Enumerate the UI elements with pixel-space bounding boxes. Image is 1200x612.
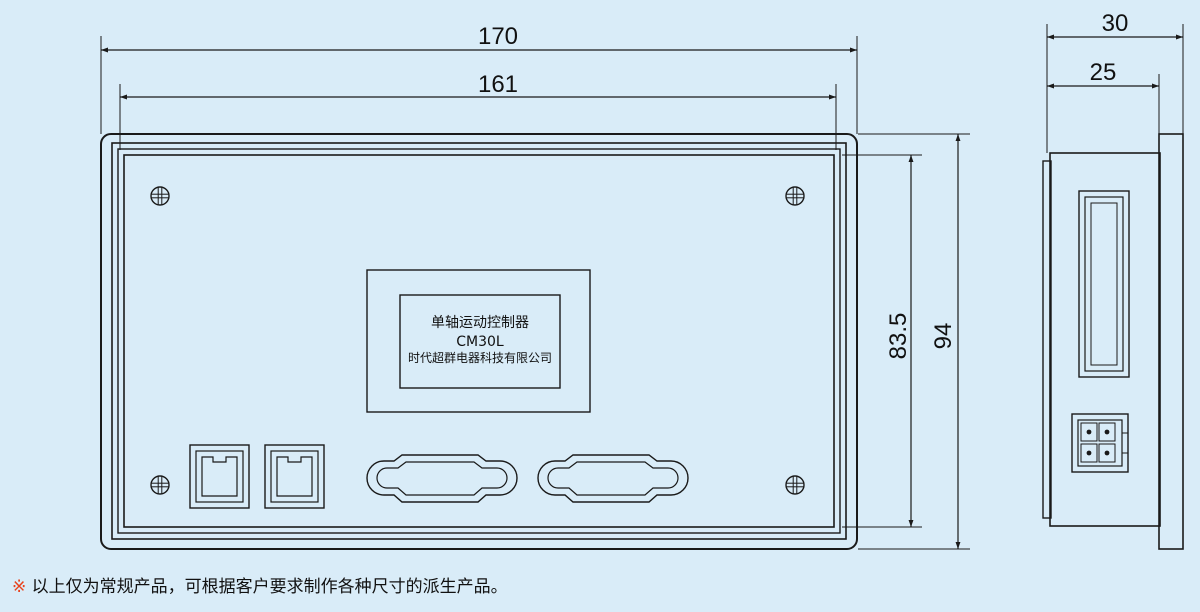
dimension-label-94: 94: [930, 323, 957, 350]
dimension-label-83-5: 83.5: [885, 313, 912, 360]
nameplate: 单轴运动控制器 CM30L 时代超群电器科技有限公司: [366, 269, 591, 413]
nameplate-title: 单轴运动控制器: [431, 315, 529, 331]
dsub-port-right: [537, 454, 689, 503]
square-port-left: [189, 444, 250, 509]
power-terminal: [1071, 413, 1129, 473]
side-body-step: [1042, 160, 1052, 519]
side-body: [1049, 152, 1161, 527]
dimension-30: 30: [1046, 10, 1184, 153]
front-bezel-inner: [117, 148, 841, 534]
side-front-flange: [1158, 133, 1184, 550]
nameplate-model: CM30L: [456, 334, 504, 350]
dimension-25: 25: [1047, 59, 1160, 134]
front-panel: [123, 154, 835, 528]
screw-icon-top-right: [785, 186, 805, 206]
nameplate-inner: [399, 294, 561, 389]
screw-icon-bottom-right: [785, 475, 805, 495]
screw-icon-top-left: [150, 186, 170, 206]
front-view: 单轴运动控制器 CM30L 时代超群电器科技有限公司: [100, 133, 858, 550]
square-port-right: [264, 444, 325, 509]
nameplate-company: 时代超群电器科技有限公司: [408, 350, 552, 365]
nameplate-outer: [366, 269, 591, 413]
side-view: [1042, 133, 1184, 550]
side-slot-connector: [1078, 190, 1130, 378]
dimension-161: 161: [119, 71, 837, 150]
dimension-label-170: 170: [478, 23, 518, 50]
footer-note: ※ 以上仅为常规产品，可根据客户要求制作各种尺寸的派生产品。: [12, 572, 508, 597]
front-outer-frame: [100, 133, 858, 550]
dimension-170: 170: [100, 23, 858, 134]
note-mark: ※: [12, 577, 27, 597]
front-bezel: [111, 142, 847, 540]
dsub-port-left: [366, 454, 518, 503]
dimension-label-25: 25: [1090, 59, 1117, 86]
dimension-83-5: 83.5: [842, 154, 922, 528]
dimension-94: 94: [858, 133, 970, 550]
dimension-label-30: 30: [1102, 10, 1129, 37]
screw-icon-bottom-left: [150, 475, 170, 495]
dimension-label-161: 161: [478, 71, 518, 98]
footer-note-text: 以上仅为常规产品，可根据客户要求制作各种尺寸的派生产品。: [31, 577, 508, 597]
